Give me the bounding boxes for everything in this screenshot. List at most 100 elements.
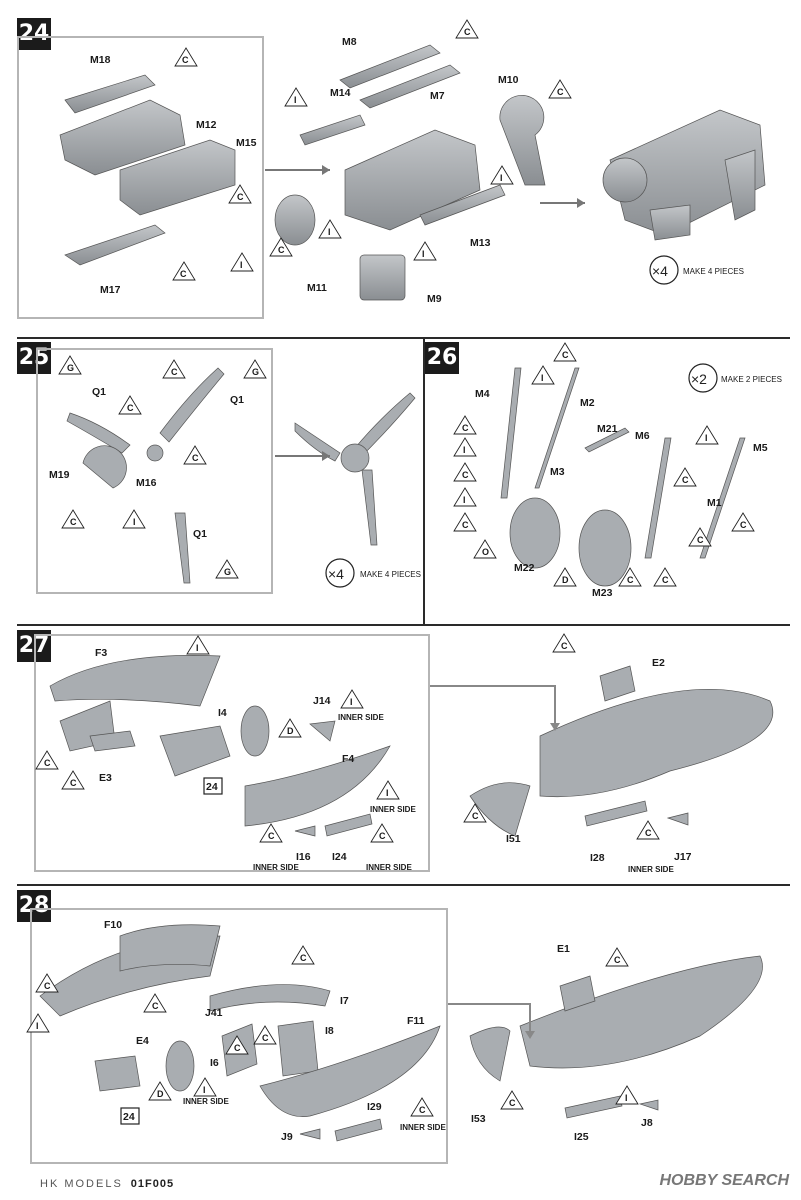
material-triangles: [172, 19, 572, 281]
divider: [17, 624, 790, 626]
part-label: M4: [475, 388, 490, 400]
part-label: E4: [136, 1035, 149, 1047]
svg-text:I: I: [294, 95, 297, 105]
page-code: 01F005: [130, 1178, 175, 1190]
svg-text:C: C: [561, 641, 568, 651]
part-label: M21: [597, 423, 618, 435]
step-reference: 24: [123, 1111, 135, 1123]
svg-text:I: I: [133, 517, 136, 527]
svg-text:C: C: [234, 1043, 241, 1053]
part-label: J9: [281, 1131, 293, 1143]
svg-text:C: C: [171, 367, 178, 377]
step-27-diagram: F3 I4 J14 F4 E3 I16 I24 E2 I51 I28 J17 2…: [35, 633, 774, 874]
part-label: I16: [296, 851, 311, 863]
part-label: I8: [325, 1025, 334, 1037]
svg-text:D: D: [287, 726, 294, 736]
svg-text:C: C: [262, 1033, 269, 1043]
make-note: MAKE 2 PIECES: [721, 375, 782, 384]
make-note: MAKE 4 PIECES: [360, 570, 421, 579]
svg-text:O: O: [482, 547, 489, 557]
part-label: Q1: [193, 528, 207, 540]
part-label: M10: [498, 74, 519, 86]
svg-text:C: C: [462, 423, 469, 433]
landing-gear-parts: [500, 367, 746, 587]
svg-text:C: C: [662, 575, 669, 585]
part-label: J41: [205, 1007, 223, 1019]
part-label: I28: [590, 852, 605, 864]
part-label: M13: [470, 237, 491, 249]
svg-text:I: I: [463, 445, 466, 455]
svg-text:C: C: [192, 453, 199, 463]
svg-text:C: C: [278, 245, 285, 255]
engine-cover-parts: [59, 74, 236, 266]
svg-text:C: C: [70, 517, 77, 527]
svg-text:G: G: [67, 363, 74, 373]
part-label: M8: [342, 36, 357, 48]
step-number: 24: [17, 18, 51, 50]
part-label: I25: [574, 1131, 589, 1143]
svg-text:C: C: [509, 1098, 516, 1108]
svg-text:C: C: [462, 470, 469, 480]
part-label: Q1: [230, 394, 244, 406]
part-label: I29: [367, 1101, 382, 1113]
svg-text:C: C: [180, 269, 187, 279]
svg-text:C: C: [562, 350, 569, 360]
part-label: I51: [506, 833, 521, 845]
svg-text:C: C: [419, 1105, 426, 1115]
part-label: M12: [196, 119, 217, 131]
inner-side-note: INNER SIDE: [400, 1123, 446, 1132]
step-number: 28: [17, 890, 51, 922]
multiplier: ×4: [328, 566, 344, 582]
multiplier: ×2: [691, 371, 707, 387]
part-label: M11: [307, 282, 327, 294]
step-28-diagram: F10 I7 J41 I8 F11 E4 I6 I29 J9 E1 I53 I2…: [26, 919, 763, 1143]
svg-text:I: I: [203, 1085, 206, 1095]
svg-text:I: I: [422, 249, 425, 259]
part-label: M18: [90, 54, 111, 66]
engine-block: [274, 44, 546, 301]
svg-text:C: C: [740, 520, 747, 530]
svg-text:I: I: [541, 373, 544, 383]
svg-text:I: I: [705, 433, 708, 443]
brand-name: HK MODELS: [40, 1178, 123, 1190]
part-label: J14: [313, 695, 331, 707]
part-label: I6: [210, 1057, 219, 1069]
watermark-text: HOBBY SEARCH: [659, 1172, 790, 1189]
part-label: M7: [430, 90, 445, 102]
part-label: F3: [95, 647, 107, 659]
part-label: M14: [330, 87, 351, 99]
part-label: E3: [99, 772, 112, 784]
svg-text:C: C: [152, 1001, 159, 1011]
svg-text:I: I: [196, 643, 199, 653]
multiplier: ×4: [652, 263, 668, 279]
svg-text:I: I: [386, 788, 389, 798]
step-28: 28 F10 I7 J41 I8 F11 E4 I6 I29 J9: [0, 886, 801, 1172]
part-label: E2: [652, 657, 665, 669]
part-label: M6: [635, 430, 650, 442]
inner-side-note: INNER SIDE: [183, 1097, 229, 1106]
part-label: M9: [427, 293, 442, 305]
part-label: M5: [753, 442, 768, 454]
svg-text:G: G: [252, 367, 259, 377]
inner-side-note: INNER SIDE: [370, 805, 416, 814]
engine-complete: [602, 109, 766, 241]
step-24-diagram: M18 M12 M15 M17 M8 M14 M7 M10 M13 M11 M9…: [59, 19, 766, 305]
fuselage-frame-parts: [39, 924, 763, 1142]
part-label: I7: [340, 995, 349, 1007]
svg-text:C: C: [462, 520, 469, 530]
watermark: HOBBY SEARCH: [660, 1172, 790, 1190]
subassembly-frame: [17, 36, 264, 319]
divider: [17, 884, 790, 886]
inner-side-note: INNER SIDE: [628, 865, 674, 874]
inner-side-note: INNER SIDE: [253, 863, 299, 872]
fuselage-panels: [49, 655, 774, 837]
step-reference: 24: [206, 781, 218, 793]
part-label: F10: [104, 919, 122, 931]
svg-text:C: C: [127, 403, 134, 413]
svg-text:I: I: [328, 227, 331, 237]
svg-text:C: C: [697, 535, 704, 545]
divider: [423, 338, 425, 624]
svg-text:I: I: [625, 1093, 628, 1103]
